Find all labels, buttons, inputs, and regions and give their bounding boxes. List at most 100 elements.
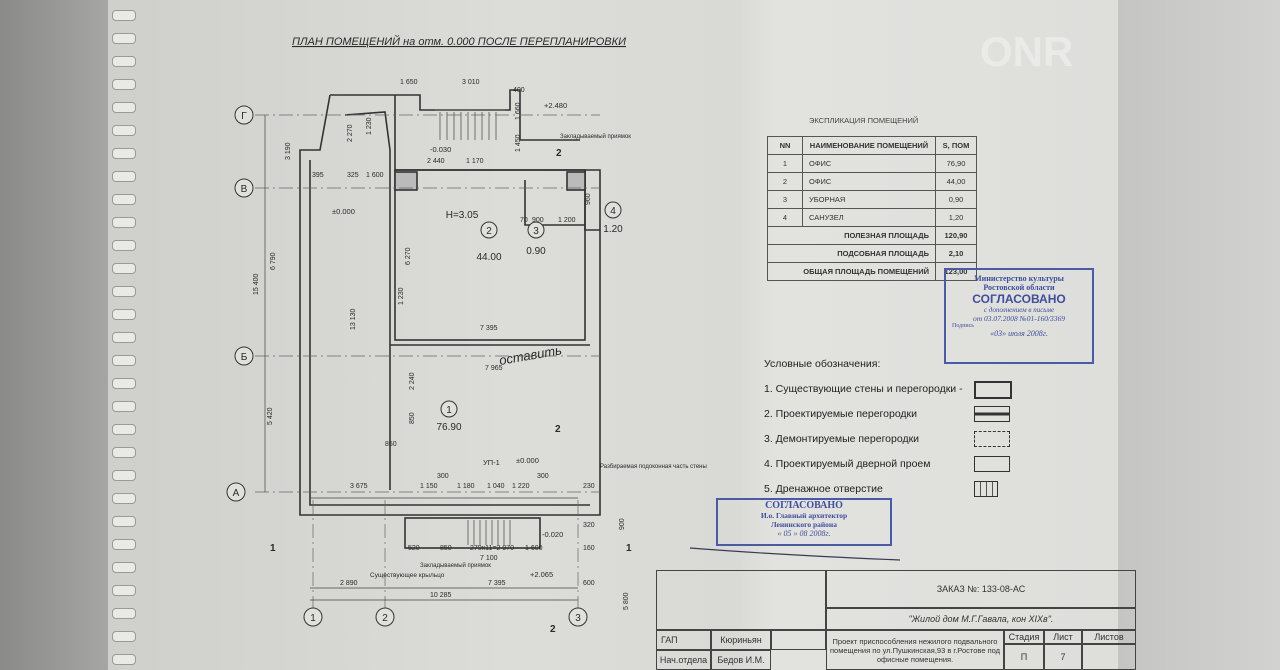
- legend-item: 5. Дренажное отверстие: [764, 481, 998, 508]
- level-mark: -0.030: [430, 145, 451, 154]
- table-cell: 76,90: [935, 154, 977, 173]
- room-area: 0.90: [526, 246, 546, 257]
- legend-symbol-icon: [974, 456, 1010, 472]
- dimension-label: 300: [437, 473, 449, 480]
- dimension-label: 520: [408, 545, 420, 552]
- dimension-label: 900: [619, 518, 626, 530]
- room-number: 1: [446, 405, 452, 416]
- dimension-label: 1 450: [515, 134, 522, 152]
- binding-ring: [112, 447, 136, 458]
- room-area: 1.20: [603, 224, 623, 235]
- dimension-label: 850: [385, 441, 397, 448]
- legend-symbol-icon: [974, 431, 1010, 447]
- signature-stroke: [689, 547, 901, 561]
- binding-ring: [112, 470, 136, 481]
- dimension-label: 1 200: [558, 217, 576, 224]
- room-area: 44.00: [476, 252, 501, 263]
- dimension-label: 1 040: [487, 483, 505, 490]
- sheet-value: 7: [1044, 644, 1082, 670]
- binding-ring: [112, 194, 136, 205]
- revision-grid: [656, 570, 826, 630]
- dimension-label: 1 650: [400, 79, 418, 86]
- binding-ring: [112, 263, 136, 274]
- dimension-label: 2 890: [340, 580, 358, 587]
- stamp-ministry: Министерство культуры Ростовской области…: [944, 268, 1094, 364]
- dimension-label: 850: [440, 545, 452, 552]
- table-cell: 0,90: [935, 190, 977, 209]
- header-cell: НАИМЕНОВАНИЕ ПОМЕЩЕНИЙ: [802, 136, 936, 155]
- binding-ring: [112, 539, 136, 550]
- binding-ring: [112, 608, 136, 619]
- legend-label: 3. Демонтируемые перегородки: [764, 433, 920, 445]
- dimension-label: 15 400: [253, 273, 260, 295]
- note-porch: Существующее крыльцо: [370, 572, 445, 579]
- header-cell: S, ПОМ: [935, 136, 977, 155]
- dimension-label: 1 660: [515, 102, 522, 120]
- binding-ring: [112, 102, 136, 113]
- sheets-value: [1082, 644, 1136, 670]
- total-value: 2,10: [935, 244, 977, 263]
- binding-ring: [112, 654, 136, 665]
- stamp-text: Ленинского района: [770, 520, 838, 529]
- dimension-label: 600: [583, 580, 595, 587]
- axis-label: 3: [575, 613, 581, 624]
- background-right: [1110, 0, 1280, 670]
- legend: Условные обозначения: 1. Существующие ст…: [764, 358, 1012, 497]
- note-pit: Закладываемый приямок: [420, 562, 491, 569]
- title-block: ЗАКАЗ №: 133-08-АС "Жилой дом М.Г.Гавала…: [656, 570, 1136, 670]
- dimension-label: 7 100: [480, 555, 498, 562]
- dimension-label: 1 180: [457, 483, 475, 490]
- room-number: 4: [610, 206, 616, 217]
- total-label: ПОЛЕЗНАЯ ПЛОЩАДЬ: [767, 226, 936, 245]
- section-mark: 2: [550, 624, 556, 635]
- dimension-label: 13 130: [350, 308, 357, 330]
- dimension-label: 2 240: [409, 372, 416, 390]
- section-mark: 1: [626, 543, 632, 554]
- legend-label: 1. Существующие стены и перегородки -: [764, 383, 963, 395]
- signature-cell: [771, 630, 826, 650]
- table-cell: 4: [767, 208, 803, 227]
- binding-ring: [112, 125, 136, 136]
- table-cell: САНУЗЕЛ: [802, 208, 936, 227]
- legend-item: 3. Демонтируемые перегородки: [764, 431, 1010, 458]
- person-name: Кюриньян: [711, 630, 771, 650]
- dimension-label: 1 600: [525, 545, 543, 552]
- stamp-text: от 03.07.2008 №01-160/3369: [972, 314, 1066, 323]
- dimension-label: 1 230: [366, 117, 373, 135]
- stamp-text: Подпись: [952, 323, 975, 329]
- legend-label: 2. Проектируемые перегородки: [764, 408, 918, 420]
- binding-ring: [112, 585, 136, 596]
- level-mark: ±0.000: [516, 456, 539, 465]
- level-mark: ±0.000: [332, 207, 355, 216]
- dimension-label: 320: [583, 522, 595, 529]
- dimension-label: 160: [583, 545, 595, 552]
- dimension-label: 1 170: [466, 158, 484, 165]
- door-type: УП-1: [483, 458, 500, 467]
- binding-ring: [112, 424, 136, 435]
- legend-symbol-icon: [974, 481, 998, 497]
- dimension-label: 960: [585, 193, 592, 205]
- stamp-text: СОГЛАСОВАНО: [765, 500, 843, 511]
- axis-label: 1: [310, 613, 316, 624]
- table-cell: 1,20: [935, 208, 977, 227]
- legend-label: 5. Дренажное отверстие: [764, 483, 883, 495]
- table-cell: ОФИС: [802, 172, 936, 191]
- stage-label: Стадия: [1004, 630, 1044, 644]
- watermark-logo: ONR: [980, 28, 1074, 75]
- project-description: Проект приспособления нежилого подвально…: [826, 630, 1004, 670]
- header-cell: NN: [767, 136, 803, 155]
- dimension-label: 5 800: [623, 592, 630, 610]
- section-mark: 2: [556, 148, 562, 159]
- room-number: 3: [533, 226, 539, 237]
- stamp-architect: СОГЛАСОВАНО И.о. Главный архитектор Лени…: [716, 498, 892, 546]
- handwritten-note: оставить: [498, 342, 563, 368]
- dimension-label: 3 010: [462, 79, 480, 86]
- binding-ring: [112, 562, 136, 573]
- level-mark: +2.065: [530, 570, 553, 579]
- legend-title: Условные обозначения:: [764, 358, 881, 370]
- dimension-label: 395: [312, 172, 324, 179]
- explication-title: ЭКСПЛИКАЦИЯ ПОМЕЩЕНИЙ: [809, 116, 919, 125]
